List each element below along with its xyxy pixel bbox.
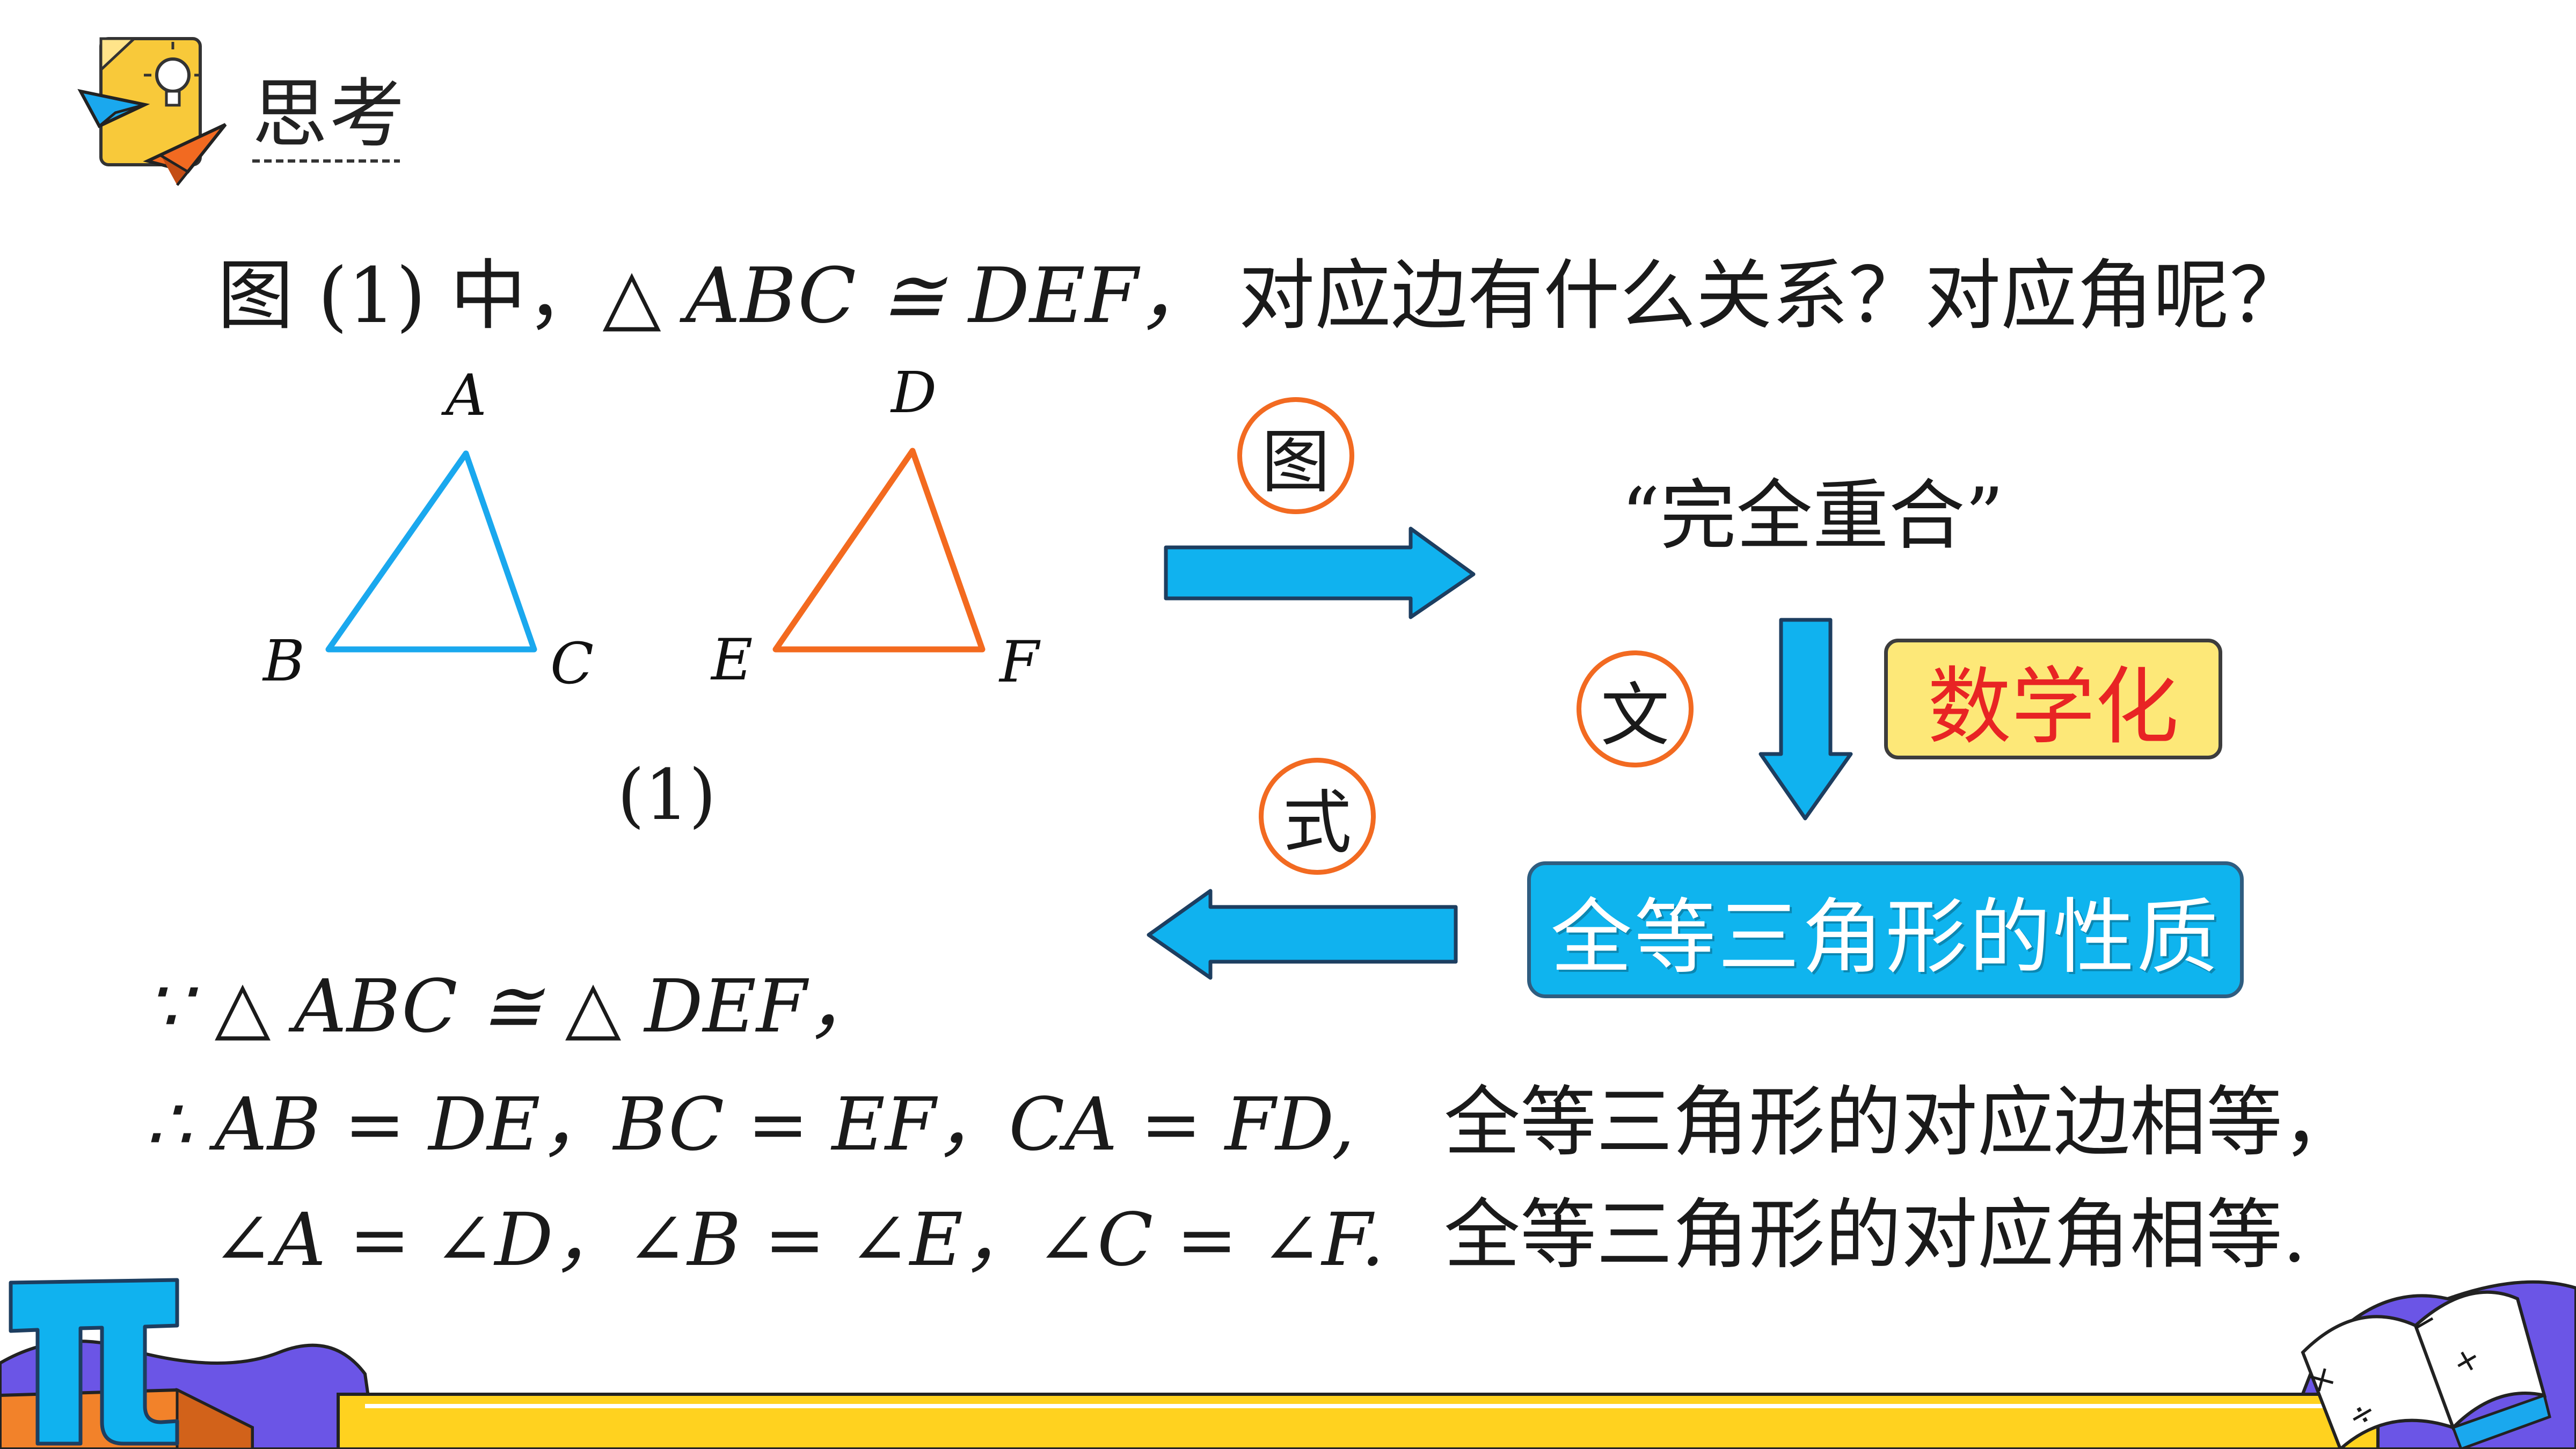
vertex-label-e: E — [711, 627, 753, 693]
vertex-label-f: F — [999, 629, 1039, 695]
property-box: 全等三角形的性质 — [1527, 861, 2244, 998]
bottom-yellow-bar — [337, 1393, 2380, 1449]
open-book-icon — [2301, 1290, 2551, 1449]
question-line: 图 (1) 中，△ ABC ≅ DEF， 对应边有什么关系？对应角呢？ — [217, 233, 2305, 344]
triangle-def — [772, 448, 986, 653]
vertex-label-d: D — [891, 360, 937, 426]
overlap-text: “完全重合” — [1621, 472, 2004, 560]
pi-icon — [9, 1278, 179, 1446]
circle-shi: 式 — [1259, 758, 1376, 875]
paper-plane-orange-icon — [143, 123, 227, 186]
circle-wen: 文 — [1577, 650, 1694, 767]
math-badge: 数学化 — [1884, 639, 2222, 759]
question-prefix: 图 (1) 中， — [217, 252, 603, 340]
conclusion-line-2: 全等三角形的对应角相等. — [1444, 1191, 2307, 1279]
question-suffix: 对应边有什么关系？对应角呢？ — [1214, 252, 2306, 340]
conclusion-line-1: 全等三角形的对应边相等， — [1444, 1078, 2359, 1167]
circle-tu: 图 — [1237, 397, 1354, 514]
question-congruence: △ ABC ≅ DEF， — [602, 252, 1215, 340]
arrow-right — [1164, 526, 1476, 619]
page-title: 思考 — [252, 71, 407, 158]
proof-line-3: ∠A = ∠D，∠B = ∠E，∠C = ∠F. — [212, 1198, 1384, 1283]
paper-plane-blue-icon — [77, 89, 150, 128]
vertex-label-c: C — [550, 631, 594, 697]
lightbulb-note-icon — [99, 37, 202, 166]
proof-line-2: ∴ AB = DE，BC = EF，CA = FD, — [145, 1082, 1355, 1167]
vertex-label-b: B — [263, 628, 305, 694]
arrow-down — [1758, 618, 1853, 821]
figure-caption: (1) — [617, 754, 717, 836]
triangle-abc — [325, 450, 537, 653]
proof-line-1: ∵ △ ABC ≅ △ DEF， — [145, 964, 880, 1049]
vertex-label-a: A — [446, 362, 487, 428]
arrow-left — [1147, 889, 1458, 980]
